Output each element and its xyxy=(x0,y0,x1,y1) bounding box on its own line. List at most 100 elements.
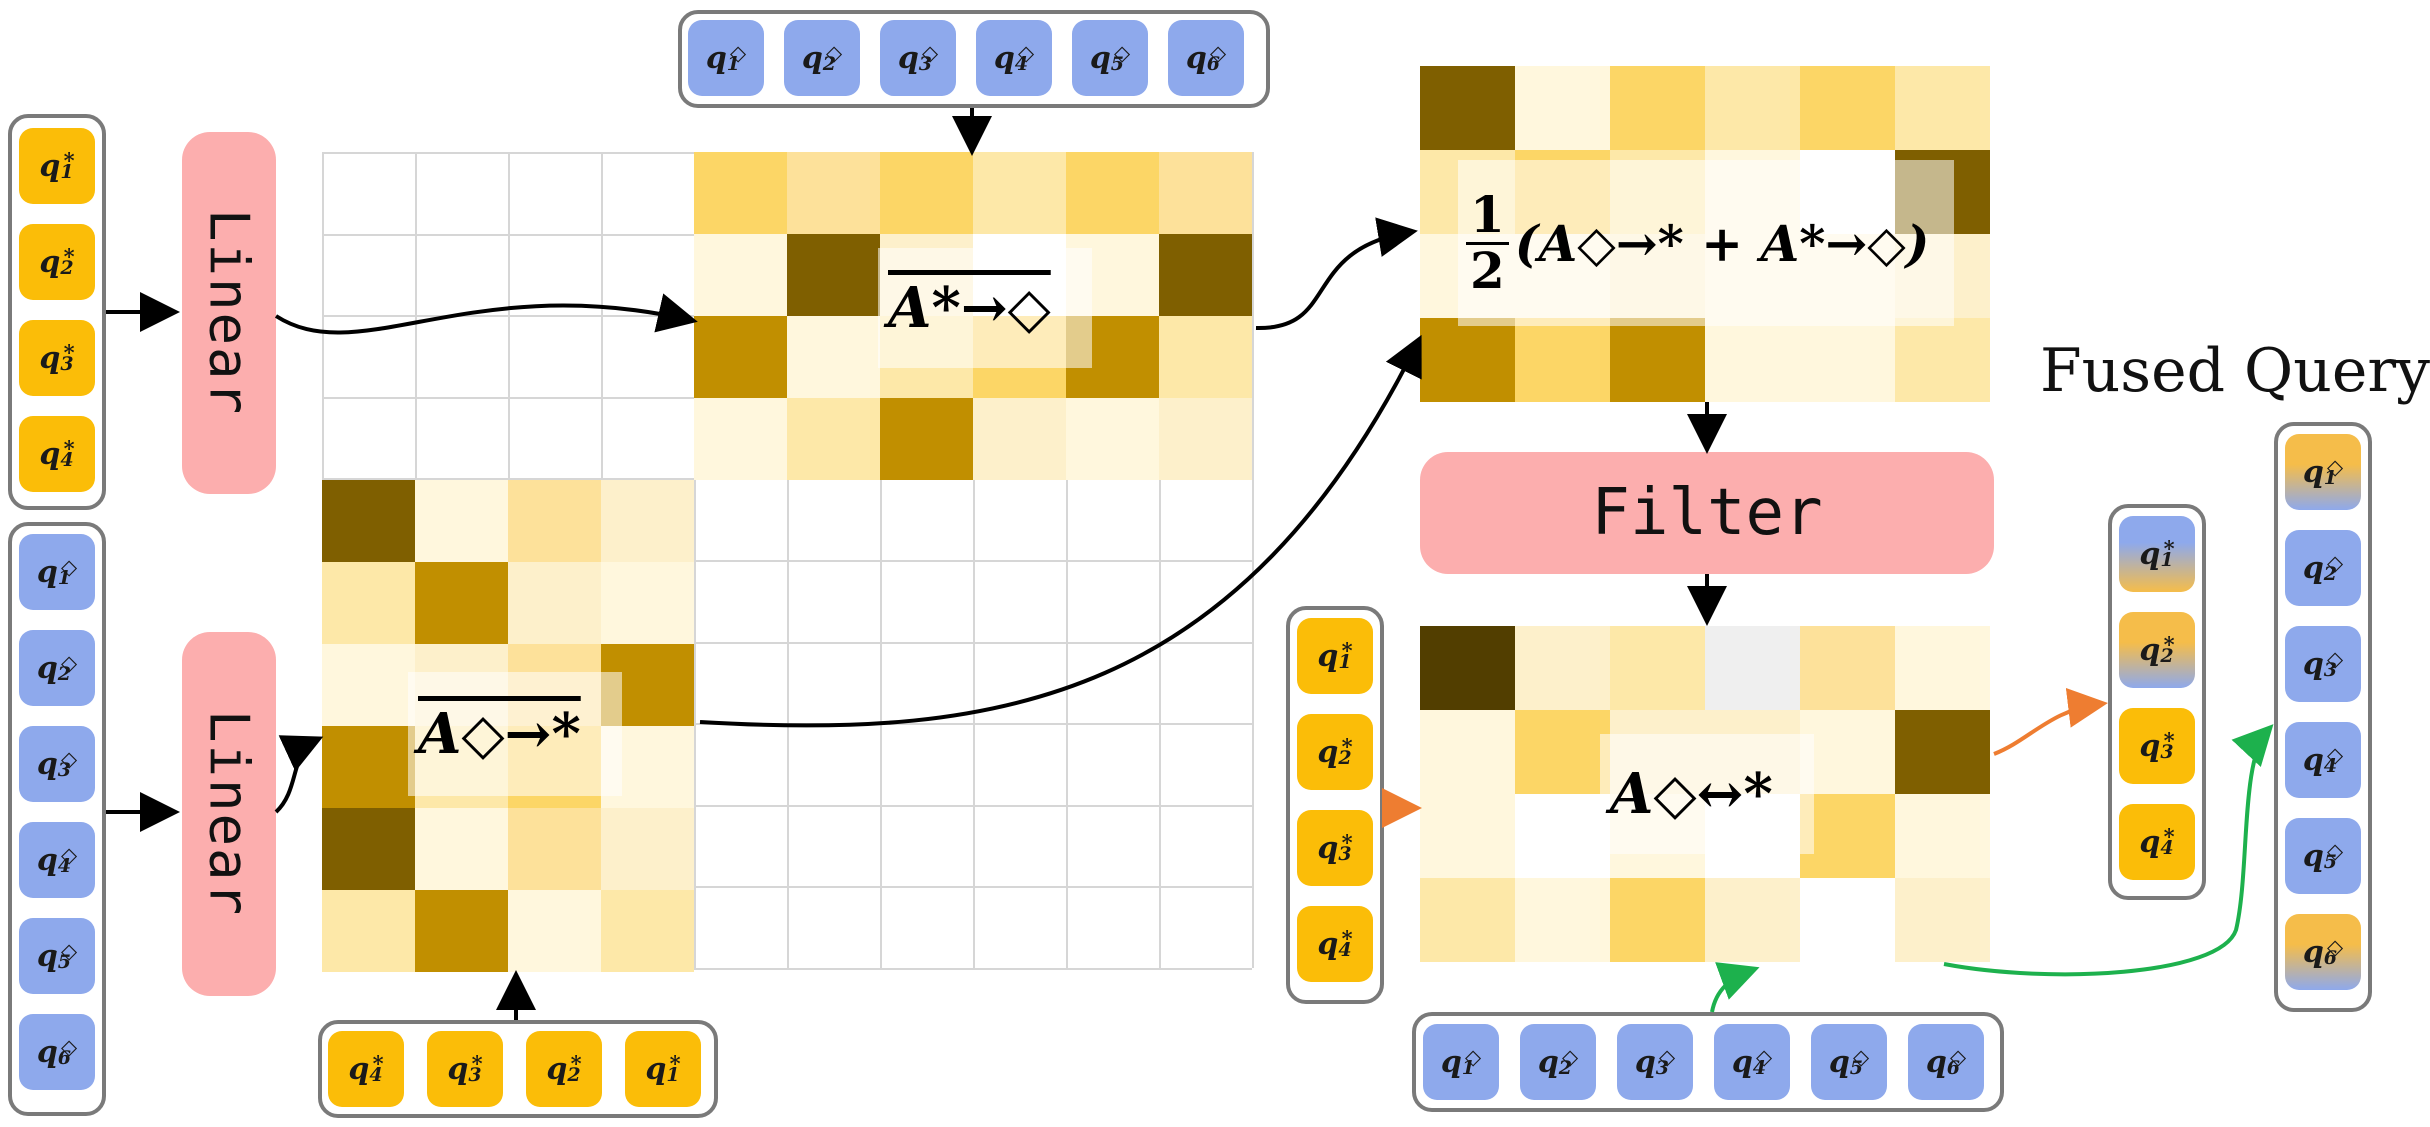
filtered-cell xyxy=(1895,710,1990,794)
a-star-dia-cell xyxy=(1159,152,1252,234)
a-star-dia-cell xyxy=(973,152,1066,234)
avg-cell xyxy=(1800,66,1895,150)
a-dia-star-cell xyxy=(415,890,508,972)
a-dia-star-cell xyxy=(508,890,601,972)
token-superscript: ◇ xyxy=(2327,453,2344,479)
token-subscript: 3 xyxy=(918,53,933,75)
token-subscript: 3 xyxy=(60,353,74,375)
filtered-cell xyxy=(1610,878,1705,962)
token-subscript: 2 xyxy=(567,1064,581,1086)
filtered-cell xyxy=(1895,626,1990,710)
filtered-cell xyxy=(1800,794,1895,878)
token-subscript: 2 xyxy=(2323,563,2338,585)
a-star-to-dia-label: A*→◇ xyxy=(878,248,1092,368)
token-superscript: ◇ xyxy=(61,649,78,675)
token-base: q xyxy=(36,554,58,590)
token-superscript: * xyxy=(1341,829,1353,855)
token-superscript: ◇ xyxy=(1756,1043,1773,1069)
a-dia-star-cell xyxy=(601,890,694,972)
token-base: q xyxy=(36,1034,58,1070)
token-base: q xyxy=(2139,632,2161,668)
token-base: q xyxy=(348,1051,370,1087)
token-base: q xyxy=(2302,646,2324,682)
token-superscript: * xyxy=(2163,823,2175,849)
token-base: q xyxy=(2302,742,2324,778)
token-base: q xyxy=(2302,838,2324,874)
token-superscript: ◇ xyxy=(1853,1043,1870,1069)
token-base: q xyxy=(447,1051,469,1087)
token-base: q xyxy=(1317,734,1339,770)
filtered-cell xyxy=(1515,626,1610,710)
token-subscript: 1 xyxy=(60,161,74,183)
fused-query-title: Fused Query xyxy=(2040,336,2430,406)
token-subscript: 1 xyxy=(1461,1057,1476,1079)
token-superscript: ◇ xyxy=(61,841,78,867)
token-subscript: 2 xyxy=(60,257,74,279)
grid-line-horizontal xyxy=(322,641,1252,644)
a-dia-star-cell xyxy=(415,562,508,644)
token-base: q xyxy=(1440,1044,1462,1080)
average-formula-box: 1 2 (A◇→* + A*→◇) xyxy=(1458,160,1954,326)
token-base: q xyxy=(2139,536,2161,572)
token-superscript: ◇ xyxy=(2327,741,2344,767)
token-subscript: 4 xyxy=(369,1064,383,1086)
token-base: q xyxy=(1089,40,1111,76)
a-star-dia-cell xyxy=(1159,234,1252,316)
token-base: q xyxy=(2302,454,2324,490)
a-star-dia-cell xyxy=(787,398,880,480)
arrow-a-star-dia-to-avg xyxy=(1255,217,1418,331)
token-subscript: 6 xyxy=(57,1047,72,1069)
token-superscript: * xyxy=(1341,925,1353,951)
token-base: q xyxy=(993,40,1015,76)
token-superscript: ◇ xyxy=(1950,1043,1967,1069)
token-subscript: 2 xyxy=(2160,645,2174,667)
filtered-cell xyxy=(1420,626,1515,710)
a-dia-star-cell xyxy=(322,808,415,890)
token-base: q xyxy=(897,40,919,76)
a-star-to-dia-formula: A*→◇ xyxy=(888,275,1051,341)
token-subscript: 2 xyxy=(1558,1057,1573,1079)
filtered-cell xyxy=(1800,878,1895,962)
a-dia-star-cell xyxy=(322,890,415,972)
linear-top-block: Linear xyxy=(182,132,276,494)
a-dia-star-cell xyxy=(601,808,694,890)
orange-arrows xyxy=(1382,687,2108,828)
token-base: q xyxy=(1537,1044,1559,1080)
avg-cell xyxy=(1420,318,1515,402)
filtered-cell xyxy=(1515,710,1610,794)
token-subscript: 1 xyxy=(2323,467,2338,489)
avg-cell xyxy=(1515,318,1610,402)
filtered-cell xyxy=(1420,710,1515,794)
grid-line-horizontal xyxy=(322,968,1252,970)
token-superscript: * xyxy=(1341,637,1353,663)
avg-cell xyxy=(1800,318,1895,402)
average-fraction-den: 2 xyxy=(1470,240,1505,300)
token-subscript: 4 xyxy=(57,855,72,877)
filtered-cell xyxy=(1705,626,1800,710)
a-dia-star-cell xyxy=(322,644,415,726)
token-base: q xyxy=(1828,1044,1850,1080)
token-subscript: 5 xyxy=(1110,53,1125,75)
token-subscript: 1 xyxy=(726,53,741,75)
filtered-cell xyxy=(1515,794,1610,878)
token-superscript: ◇ xyxy=(1562,1043,1579,1069)
grid-line-horizontal xyxy=(322,886,1252,889)
token-subscript: 3 xyxy=(1338,843,1352,865)
avg-cell xyxy=(1515,66,1610,150)
